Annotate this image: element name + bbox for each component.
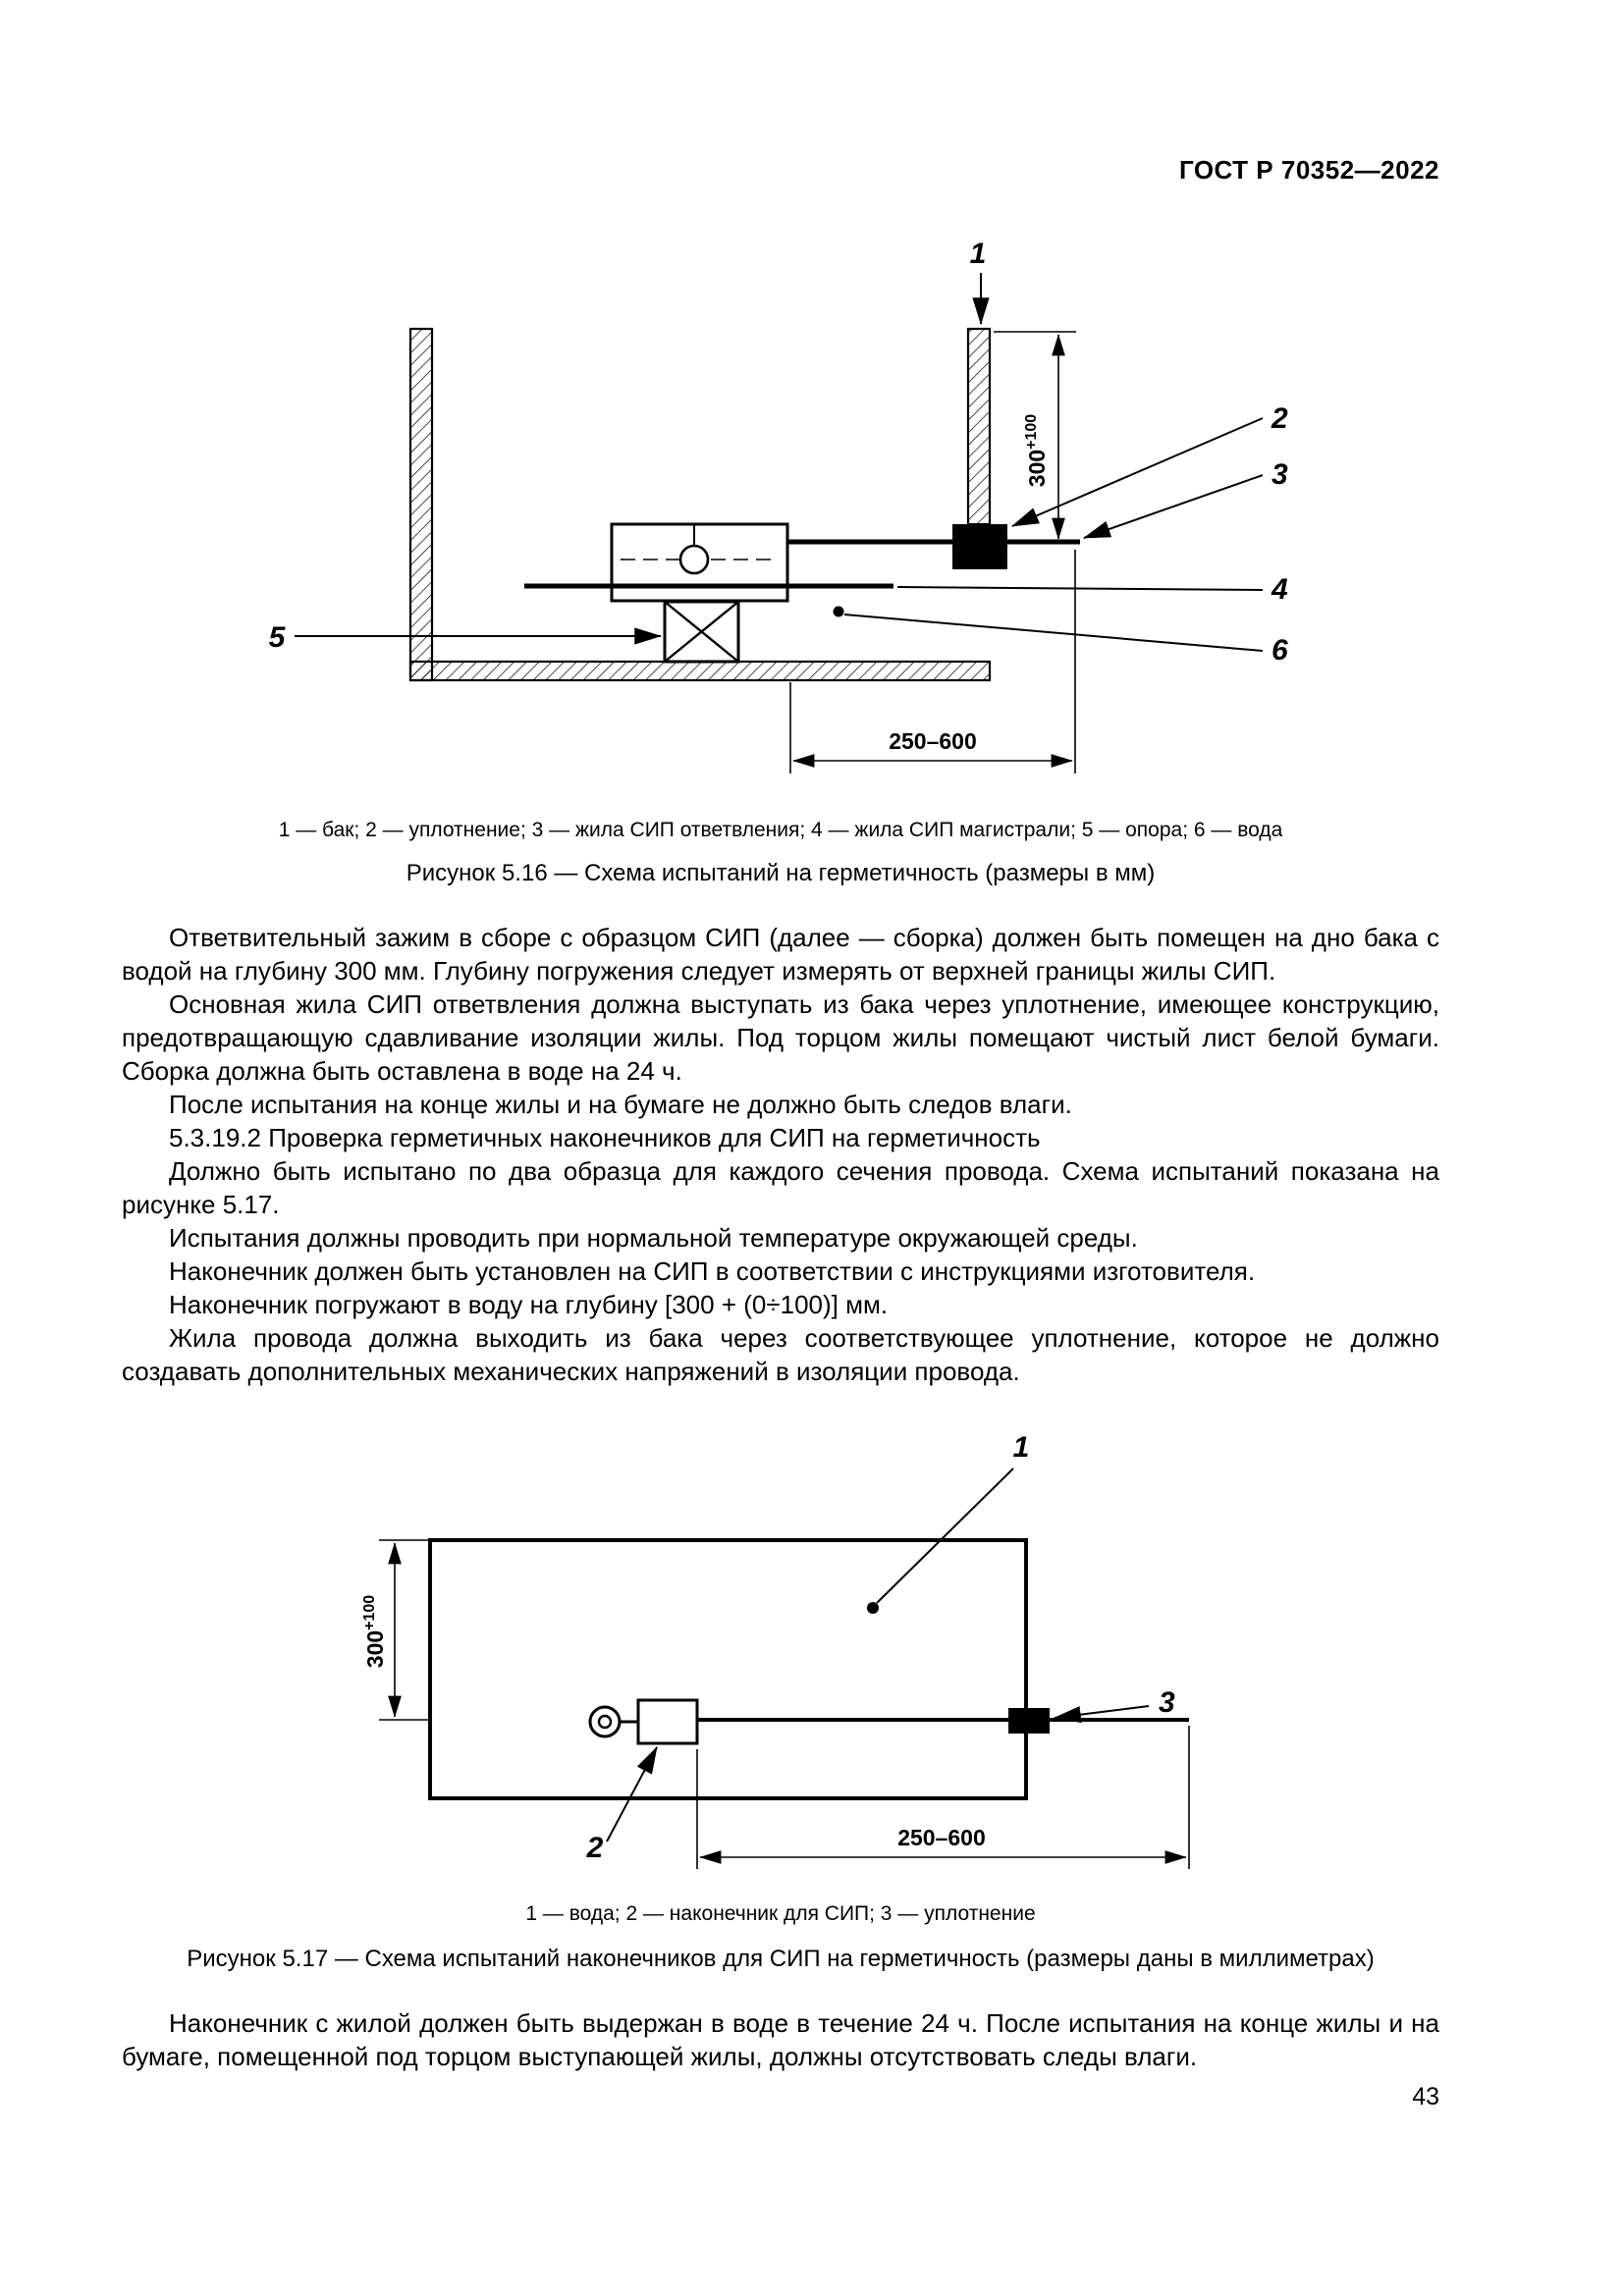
callout-3: 3 [1272,458,1288,491]
closing-text: Наконечник с жилой должен быть выдержан … [122,2006,1439,2073]
length-dimension-label: 250–600 [889,728,977,754]
figure-5-17-title: Рисунок 5.17 — Схема испытаний наконечни… [187,1946,1375,1972]
length-dimension-label: 250–600 [897,1825,986,1850]
depth-dimension [379,1539,428,1721]
callout-6: 6 [1272,634,1288,667]
callout-3-leader [1082,474,1264,539]
paragraph-9: Жила провода должна выходить из бака чер… [122,1323,1439,1386]
figure-5-17-diagram: 1 2 3 300+100 250–600 [361,1431,1190,1869]
callout-2-leader [1011,417,1264,527]
figure-5-16-title: Рисунок 5.16 — Схема испытаний на гермет… [406,860,1156,886]
figure-5-17-legend: 1 — вода; 2 — наконечник для СИП; 3 — уп… [525,1902,1036,1925]
body-text: Ответвительный зажим в сборе с образцом … [122,921,1439,1388]
depth-dimension-label: 300+100 [361,1595,388,1669]
paragraph-5: Должно быть испытано по два образца для … [122,1156,1439,1219]
figure-5-16-legend: 1 — бак; 2 — уплотнение; 3 — жила СИП от… [278,819,1283,841]
clamp-assembly [610,522,789,603]
callout-3: 3 [1159,1686,1175,1719]
document-code: ГОСТ Р 70352—2022 [1178,155,1439,185]
length-dimension [696,1726,1190,1869]
paragraph-1: Ответвительный зажим в сборе с образцом … [122,923,1439,986]
paragraph-7: Наконечник должен быть установлен на СИП… [169,1256,1256,1286]
callout-4-leader [896,586,1264,591]
support [663,600,740,664]
depth-dimension-label: 300+100 [1023,414,1050,488]
length-dimension [789,550,1076,774]
paragraph-6: Испытания должны проводить при нормально… [169,1223,1138,1253]
callout-2-leader [606,1746,658,1842]
page-number: 43 [1412,2083,1439,2110]
callout-2: 2 [1271,402,1288,435]
closing-paragraph: Наконечник с жилой должен быть выдержан … [122,2008,1439,2071]
water-point [833,606,844,617]
paragraph-2: Основная жила СИП ответвления должна выс… [122,989,1439,1086]
callout-6-leader [843,614,1264,652]
tank [428,1538,1028,1800]
seal [1008,1708,1050,1734]
callout-3-leader [1053,1705,1150,1724]
callout-2: 2 [586,1832,604,1864]
callout-1-leader [876,1468,1014,1604]
paragraph-8: Наконечник погружают в воду на глубину [… [169,1290,889,1319]
water-point [867,1602,879,1614]
depth-dimension [994,331,1076,543]
seal [952,524,1007,569]
lug [588,1698,699,1745]
callout-5: 5 [269,621,287,654]
callout-4: 4 [1271,573,1288,606]
callout-1: 1 [1013,1431,1030,1464]
paragraph-4-subsection-heading: 5.3.19.2 Проверка герметичных наконечник… [169,1123,1041,1152]
paragraph-3: После испытания на конце жилы и на бумаг… [169,1090,1072,1119]
callout-1: 1 [970,238,987,270]
figure-5-16-diagram: 1 2 3 4 5 6 300+100 250–600 [269,238,1288,774]
